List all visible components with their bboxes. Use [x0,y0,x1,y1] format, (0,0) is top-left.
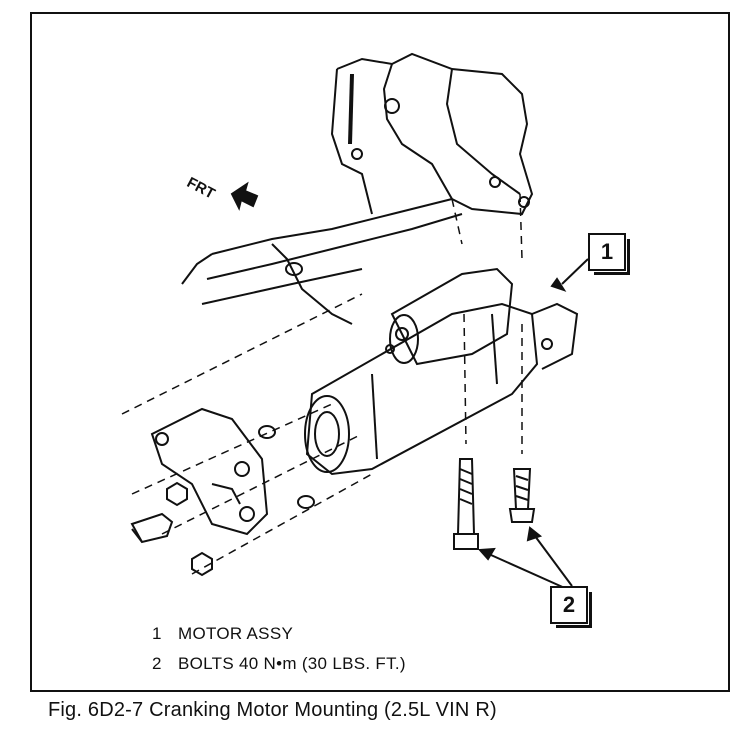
legend-text: MOTOR ASSY [178,624,294,643]
callout-2: 2 [550,586,592,628]
frame-rail [181,198,463,325]
motor-body [304,267,579,476]
legend-text: BOLTS 40 N•m (30 LBS. FT.) [178,654,406,673]
mounting-bracket [150,407,269,536]
starter-motor-illustration [121,52,589,590]
legend-item: 1 MOTOR ASSY [152,624,293,644]
figure-caption: Fig. 6D2-7 Cranking Motor Mounting (2.5L… [48,699,497,721]
leader-lines [477,258,589,590]
front-arrow-icon [230,181,259,211]
legend-number: 1 [152,624,162,643]
legend-item: 2 BOLTS 40 N•m (30 LBS. FT.) [152,654,406,674]
alignment-lines [121,193,523,575]
callout-1: 1 [588,233,630,275]
fasteners [130,425,315,577]
legend-number: 2 [152,654,162,673]
bolts [453,458,536,550]
engine-block [330,52,534,216]
